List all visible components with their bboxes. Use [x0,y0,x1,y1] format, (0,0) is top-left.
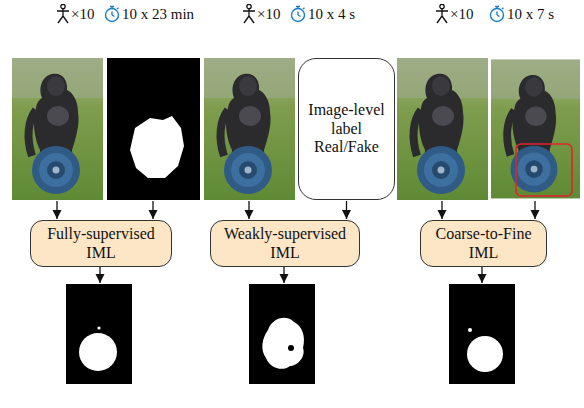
count-label: ×10 [257,6,280,23]
time-label: 10 x 7 s [507,6,554,23]
time-label: 10 x 23 min [122,6,194,23]
node-text: Fully-supervised IML [37,225,165,262]
output-mask [66,284,132,384]
ground-truth-mask [107,58,200,200]
clock-icon [292,7,305,22]
node-text: Image-level label Real/Fake [305,101,388,156]
node-text: Coarse-to-Fine IML [427,225,540,262]
person-icon [57,4,69,23]
clock-icon [106,7,119,22]
output-arrows [100,267,482,283]
input-photo [491,60,580,199]
person-icon [436,4,448,23]
process-box: Coarse-to-Fine IML [420,220,547,267]
input-photo [397,58,488,200]
clock-icon [491,7,504,22]
input-photo [204,58,295,200]
input-photo [12,58,103,200]
label-box: Image-level label Real/Fake [298,58,395,200]
process-box: Fully-supervised IML [30,220,172,267]
count-label: ×10 [71,6,94,23]
output-mask [449,284,515,384]
input-arrows [57,201,535,219]
process-box: Weakly-supervised IML [210,220,360,267]
time-label: 10 x 4 s [308,6,355,23]
node-text: Weakly-supervised IML [217,225,353,262]
connector-arrow [346,201,347,219]
count-label: ×10 [450,6,473,23]
person-icon [243,4,255,23]
bounding-box [516,144,572,196]
output-mask [249,284,315,384]
